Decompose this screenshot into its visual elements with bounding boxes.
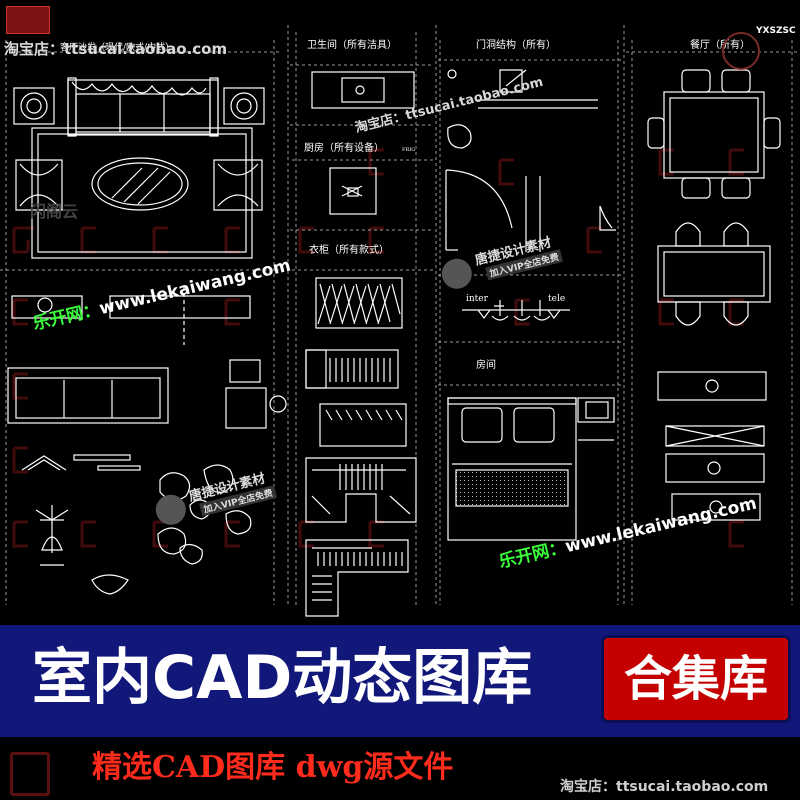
label-door: 门洞结构（所有） [476, 40, 556, 51]
badge-circle-icon [152, 491, 189, 528]
seal-icon [722, 32, 760, 70]
mini-logo [6, 6, 50, 34]
label-bathroom: 卫生间（所有洁具） [307, 40, 397, 51]
shop-watermark-top: 淘宝店：ttsucai.taobao.com [4, 40, 228, 58]
label-kitchen: 厨房（所有设备） [304, 143, 384, 154]
living-room-plan [7, 77, 287, 595]
faint-watermark: 闪阁云 [30, 202, 79, 221]
badge-circle-icon [438, 255, 475, 292]
bottom-logo-icon [10, 752, 50, 796]
bathroom-kitchen-wardrobe-plans [305, 71, 417, 617]
cad-drawing-sheet [0, 25, 798, 617]
collection-badge: 合集库 [604, 638, 788, 720]
shop-watermark-bottom: 淘宝店：ttsucai.taobao.com [560, 779, 769, 795]
subtitle: 精选CAD图库 dwg源文件 [92, 750, 454, 785]
code-label: YXSZSC [756, 26, 796, 36]
label-bedroom: 房间 [476, 360, 496, 371]
collection-badge-text: 合集库 [623, 651, 768, 707]
dining-plans [647, 69, 781, 521]
light-label-inter: inter [466, 294, 488, 304]
label-living: 客厅沙发（现代/欧式/中式） [60, 43, 175, 53]
section-dividers [0, 25, 798, 605]
kitchen-tag: FRIG [402, 147, 416, 153]
label-dining: 餐厅（所有） [690, 40, 750, 51]
label-wardrobe: 衣柜（所有款式） [309, 245, 389, 256]
red-logo-watermarks [12, 148, 744, 548]
main-title: 室内CAD动态图库 [32, 643, 533, 713]
light-label-tele: tele [548, 294, 566, 304]
door-light-bedroom-plans [445, 69, 616, 541]
